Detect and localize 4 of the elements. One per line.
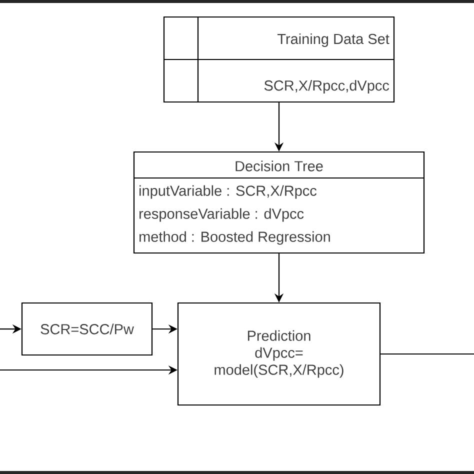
process-box: Prediction dVpcc= model(SCR,X/Rpcc) [177,302,381,406]
data-table: Training Data Set SCR,X/Rpcc,dVpcc [163,16,395,103]
class-box: Decision Tree inputVariable : SCR,X/Rpcc responseVariable : dVpcc method : Boosted Regression [133,151,425,254]
formula-box: SCR=SCC/Pw [21,302,153,356]
